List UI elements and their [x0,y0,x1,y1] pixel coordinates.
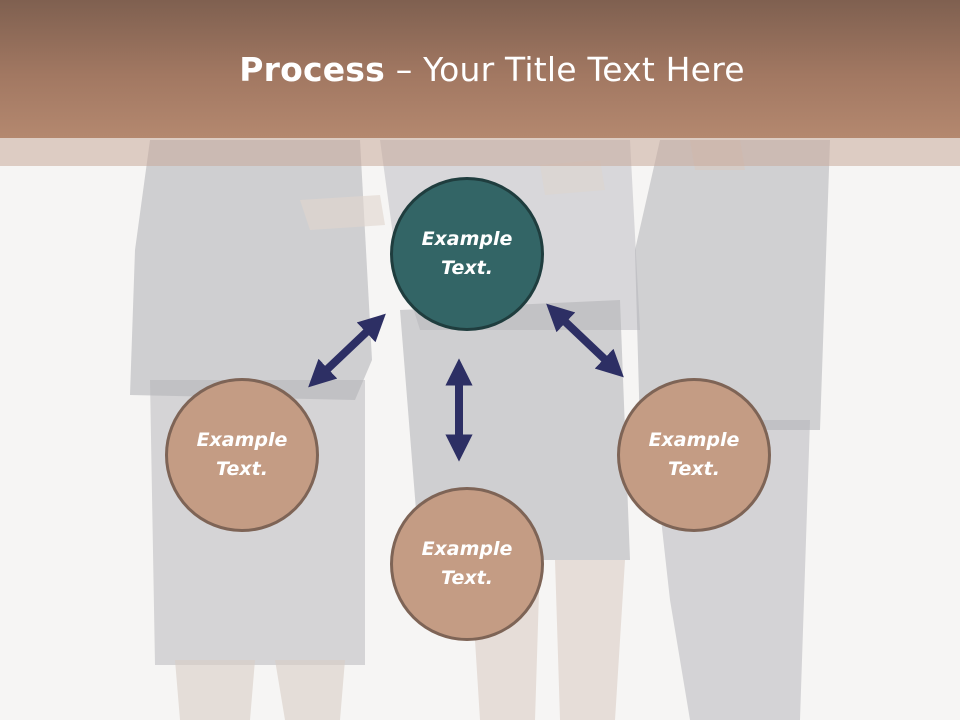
node-label-line2: Text. [441,567,493,589]
node-label-line1: Example [421,538,513,560]
process-node-left[interactable]: Example Text. [165,378,319,532]
slide-title-bold: Process [239,50,385,89]
process-node-label: Example Text. [187,426,297,484]
process-node-right[interactable]: Example Text. [617,378,771,532]
double-arrow-icon [308,313,386,388]
title-band [0,138,960,166]
process-node-bottom[interactable]: Example Text. [390,487,544,641]
node-label-line1: Example [648,429,740,451]
process-node-center[interactable]: Example Text. [390,177,544,331]
slide-title: Process – Your Title Text Here [0,50,960,89]
node-label-line1: Example [421,228,513,250]
node-label-line2: Text. [441,257,493,279]
double-arrow-icon [546,303,624,378]
node-label-line2: Text. [216,458,268,480]
process-node-label: Example Text. [412,535,522,593]
process-node-label: Example Text. [639,426,749,484]
slide-title-rest: Your Title Text Here [423,50,745,89]
title-bar [0,0,960,138]
process-node-label: Example Text. [412,225,522,283]
node-label-line1: Example [196,429,288,451]
slide-title-dash: – [385,50,424,89]
node-label-line2: Text. [668,458,720,480]
